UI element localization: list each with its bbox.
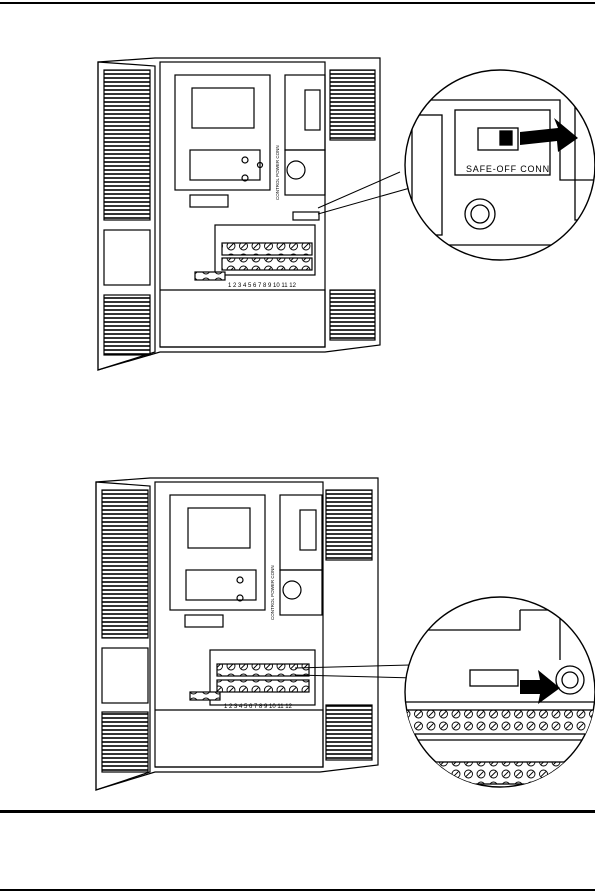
drive-unit-top [97, 57, 411, 371]
bottom-board-label: CONTROL POWER CONN [270, 565, 275, 620]
top-board-label: CONTROL POWER CONN [275, 145, 280, 200]
safe-off-conn-label: SAFE-OFF CONN [466, 164, 550, 174]
detail-circle-top: SAFE-OFF CONN [404, 69, 595, 261]
drive-unit-bottom [95, 477, 416, 791]
terminal-connector [469, 669, 519, 687]
top-terminal-numbers: 1 2 3 4 5 6 7 8 9 10 11 12 [228, 283, 297, 289]
pull-direction-arrow-top [520, 118, 578, 152]
safe-off-connector [477, 127, 519, 151]
bottom-section-rule [0, 810, 595, 813]
bottom-terminal-numbers: 1 2 3 4 5 6 7 8 9 10 11 12 [224, 704, 293, 710]
top-rule [0, 2, 595, 4]
footer-rule [0, 889, 595, 891]
push-direction-arrow-bottom [520, 670, 560, 704]
detail-circle-bottom [404, 596, 595, 788]
